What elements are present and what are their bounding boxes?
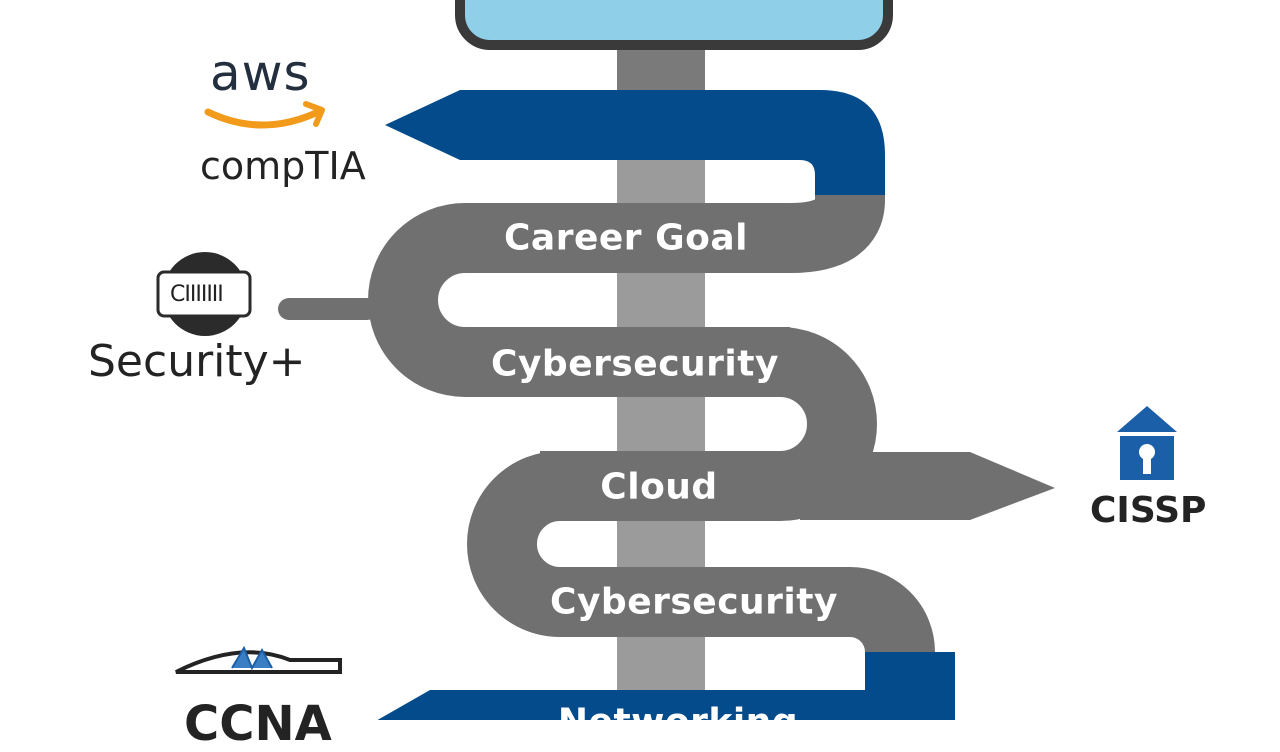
path-band-blue-top xyxy=(385,90,885,195)
cissp-logo-text: CISSP xyxy=(1090,490,1207,531)
label-cybersecurity-upper: Cybersecurity xyxy=(491,343,779,385)
cisco-bridge-icon xyxy=(175,645,342,674)
aws-smile-arrowhead xyxy=(303,101,325,127)
badge-text: CIIIIIII xyxy=(170,282,224,307)
path-band-gray xyxy=(465,165,885,273)
ccna-logo-text: CCNA xyxy=(184,696,332,752)
label-cloud: Cloud xyxy=(600,466,718,508)
bank-lock-icon xyxy=(1117,406,1177,480)
roadmap-graphic xyxy=(156,0,1177,730)
path-band-gray-loop-left-2 xyxy=(467,451,850,637)
cissp-arrow xyxy=(800,452,1055,520)
left-spur xyxy=(278,298,378,320)
path-band-gray-loop-left-1 xyxy=(368,203,790,397)
label-cybersecurity-lower: Cybersecurity xyxy=(550,581,838,623)
career-roadmap-diagram: Career Goal Cybersecurity Cloud Cybersec… xyxy=(88,0,1207,752)
label-career-goal: Career Goal xyxy=(504,217,748,259)
comptia-logo-text: compTIA xyxy=(200,144,366,188)
aws-smile-icon xyxy=(204,108,322,129)
aws-logo-text: aws xyxy=(210,44,311,102)
id-badge-icon xyxy=(156,252,252,336)
label-networking: Networking xyxy=(557,701,799,743)
path-band-blue-bottom xyxy=(360,652,955,730)
security-plus-logo-text: Security+ xyxy=(88,336,306,387)
path-band-gray-loop-right-2 xyxy=(848,567,935,660)
monitor-screen xyxy=(455,0,893,50)
